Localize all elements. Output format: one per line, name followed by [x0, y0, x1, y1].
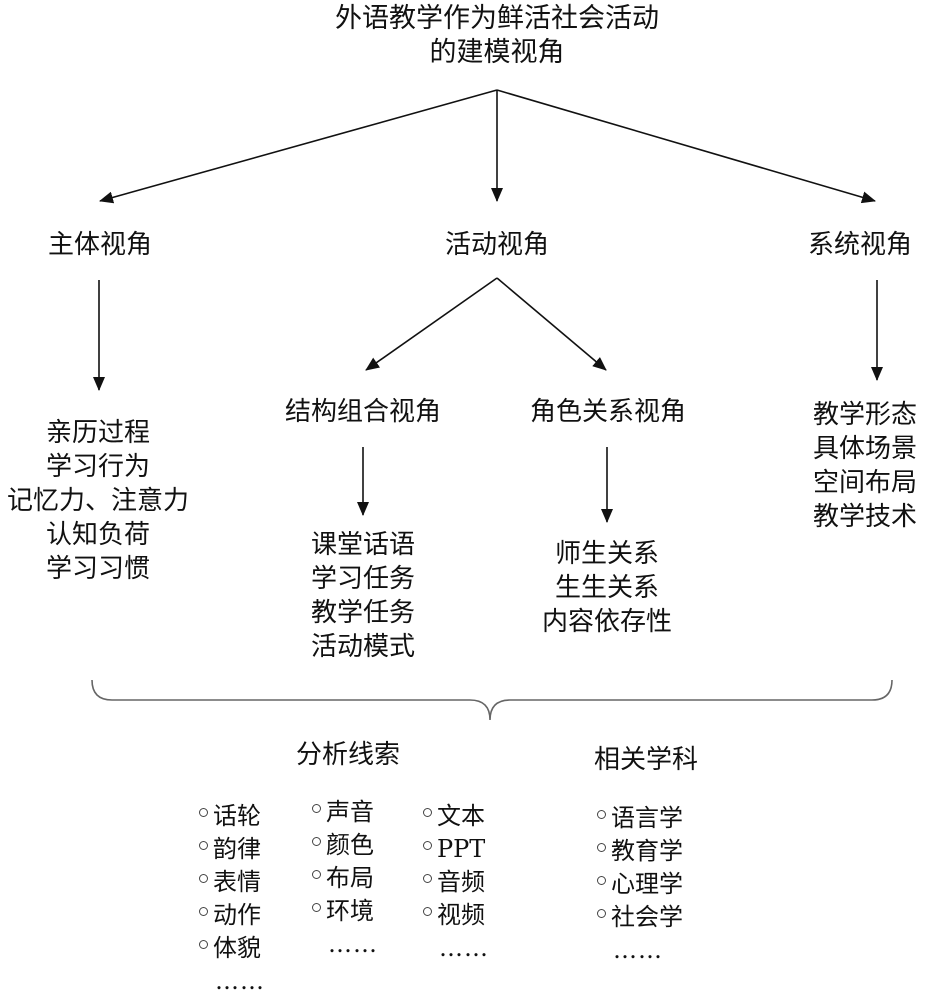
list-item: 布局 — [312, 862, 378, 895]
leaf-item: 教学任务 — [310, 598, 415, 628]
leaf-item: 教学技术 — [812, 502, 917, 532]
circle-bullet-icon — [597, 876, 606, 885]
node-system-perspective: 系统视角 — [807, 230, 912, 260]
edge-root-left — [99, 89, 498, 204]
list-item: 体貌 — [199, 932, 265, 965]
circle-bullet-icon — [199, 940, 208, 949]
leaf-item: 记忆力、注意力 — [6, 486, 189, 516]
circle-bullet-icon — [312, 837, 321, 846]
list-item-label: 心理学 — [611, 870, 683, 898]
list-item: 话轮 — [199, 800, 265, 833]
list-item-label: 社会学 — [611, 903, 683, 931]
list-item-label: 文本 — [437, 802, 485, 830]
node-structure-perspective: 结构组合视角 — [284, 397, 441, 427]
leaf-list-structure: 课堂话语 学习任务 教学任务 活动模式 — [293, 528, 433, 664]
circle-bullet-icon — [312, 804, 321, 813]
related-disciplines-title: 相关学科 — [594, 745, 699, 775]
more-ellipsis: …… — [215, 967, 265, 995]
clue-column-1: 话轮 韵律 表情 动作 体貌 …… — [199, 800, 265, 998]
leaf-list-subject: 亲历过程 学习行为 记忆力、注意力 认知负荷 学习习惯 — [0, 416, 196, 586]
list-item: 视频 — [423, 899, 489, 932]
circle-bullet-icon — [423, 907, 432, 916]
list-item: 文本 — [423, 800, 489, 833]
clue-column-2: 声音 颜色 布局 环境 …… — [312, 796, 378, 961]
more-ellipsis: …… — [613, 936, 663, 964]
list-item-label: 话轮 — [213, 802, 261, 830]
discipline-column: 语言学 教育学 心理学 社会学 …… — [597, 802, 683, 967]
circle-bullet-icon — [597, 810, 606, 819]
list-item-label: 教育学 — [611, 837, 683, 865]
list-item: 社会学 — [597, 901, 683, 934]
list-item-label: 颜色 — [326, 831, 374, 859]
leaf-item: 学习行为 — [45, 452, 150, 482]
leaf-item: 学习习惯 — [45, 554, 150, 584]
edge-root-right — [496, 89, 876, 204]
list-item-label: 音频 — [437, 868, 485, 896]
list-item-label: 韵律 — [213, 835, 261, 863]
list-item-label: 布局 — [326, 864, 374, 892]
list-item: 韵律 — [199, 833, 265, 866]
analysis-clues-title: 分析线索 — [296, 740, 401, 770]
circle-bullet-icon — [199, 907, 208, 916]
clue-column-3: 文本 PPT 音频 视频 …… — [423, 800, 489, 965]
circle-bullet-icon — [199, 841, 208, 850]
list-item: 动作 — [199, 899, 265, 932]
list-item: 教育学 — [597, 835, 683, 868]
leaf-list-role: 师生关系 生生关系 内容依存性 — [527, 537, 687, 639]
edge-mid-midleft — [365, 277, 498, 371]
circle-bullet-icon — [423, 874, 432, 883]
more-ellipsis: …… — [328, 930, 378, 958]
list-item: 声音 — [312, 796, 378, 829]
circle-bullet-icon — [312, 903, 321, 912]
leaf-item: 课堂话语 — [310, 530, 415, 560]
circle-bullet-icon — [423, 841, 432, 850]
root-title-line-2: 的建模视角 — [429, 37, 565, 68]
list-item: 心理学 — [597, 868, 683, 901]
root-title: 外语教学作为鲜活社会活动 的建模视角 — [297, 2, 697, 70]
leaf-item: 空间布局 — [812, 468, 917, 498]
edge-mid-midright — [496, 277, 607, 371]
list-item: PPT — [423, 833, 489, 866]
leaf-item: 师生关系 — [554, 539, 659, 569]
list-item-label: 语言学 — [611, 804, 683, 832]
leaf-item: 亲历过程 — [45, 418, 150, 448]
circle-bullet-icon — [199, 808, 208, 817]
circle-bullet-icon — [199, 874, 208, 883]
curly-brace — [91, 679, 893, 721]
leaf-item: 教学形态 — [812, 400, 917, 430]
leaf-item: 学习任务 — [310, 564, 415, 594]
node-activity-perspective: 活动视角 — [444, 230, 549, 260]
list-item-label: 环境 — [326, 897, 374, 925]
leaf-list-system: 教学形态 具体场景 空间布局 教学技术 — [800, 398, 930, 534]
more-ellipsis: …… — [439, 934, 489, 962]
node-role-perspective: 角色关系视角 — [529, 397, 686, 427]
list-item-label: PPT — [437, 835, 486, 863]
list-item-label: 视频 — [437, 901, 485, 929]
leaf-item: 具体场景 — [812, 434, 917, 464]
leaf-item: 认知负荷 — [45, 520, 150, 550]
list-item: 语言学 — [597, 802, 683, 835]
circle-bullet-icon — [597, 843, 606, 852]
list-item-label: 体貌 — [213, 934, 261, 962]
list-item: 颜色 — [312, 829, 378, 862]
root-title-line-1: 外语教学作为鲜活社会活动 — [335, 3, 659, 34]
circle-bullet-icon — [597, 909, 606, 918]
list-item-label: 表情 — [213, 868, 261, 896]
list-item-label: 声音 — [326, 798, 374, 826]
leaf-item: 生生关系 — [554, 573, 659, 603]
list-item-label: 动作 — [213, 901, 261, 929]
leaf-item: 内容依存性 — [541, 607, 672, 637]
list-item: 环境 — [312, 895, 378, 928]
list-item: 表情 — [199, 866, 265, 899]
leaf-item: 活动模式 — [310, 632, 415, 662]
circle-bullet-icon — [423, 808, 432, 817]
node-subject-perspective: 主体视角 — [47, 230, 152, 260]
list-item: 音频 — [423, 866, 489, 899]
circle-bullet-icon — [312, 870, 321, 879]
